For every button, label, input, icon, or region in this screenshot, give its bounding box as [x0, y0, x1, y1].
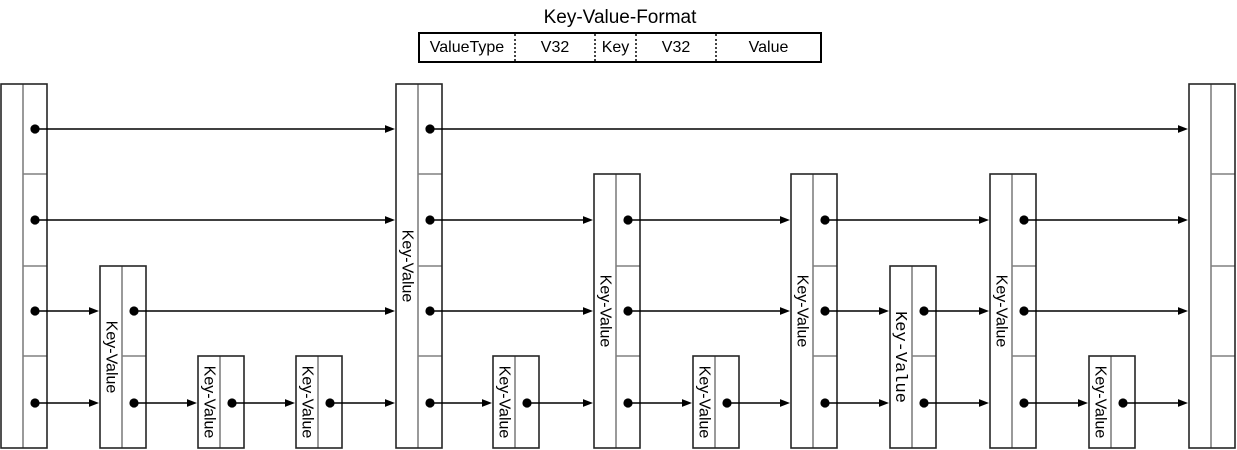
arrowhead-icon	[682, 399, 692, 407]
node-border	[692, 355, 740, 449]
arrowhead-icon	[583, 307, 593, 315]
format-table-cell: V32	[514, 34, 594, 61]
node-label: Key-Value	[890, 311, 909, 403]
node-border	[197, 355, 245, 449]
arrowhead-icon	[1078, 399, 1088, 407]
node-n11: Key-Value	[1088, 355, 1136, 449]
arrowhead-icon	[879, 399, 889, 407]
node-n10: Key-Value	[989, 173, 1037, 449]
node-border	[395, 83, 443, 449]
arrowhead-icon	[1178, 125, 1188, 133]
pointer-arrow	[30, 215, 395, 225]
arrowhead-icon	[89, 307, 99, 315]
pointer-arrow	[1118, 398, 1188, 408]
node-label: Key-Value	[102, 321, 119, 394]
pointer-arrow	[425, 306, 593, 316]
node-label: Key-Value	[992, 275, 1009, 348]
pointer-arrow	[30, 124, 395, 134]
node-label: Key-Value	[695, 366, 712, 439]
pointer-arrow	[129, 306, 395, 316]
arrowhead-icon	[1178, 307, 1188, 315]
node-n5: Key-Value	[492, 355, 540, 449]
node-border	[1188, 83, 1236, 449]
format-table-title: Key-Value-Format	[543, 7, 697, 28]
node-border	[1088, 355, 1136, 449]
arrowhead-icon	[285, 399, 295, 407]
arrowhead-icon	[583, 399, 593, 407]
arrowhead-icon	[482, 399, 492, 407]
arrowhead-icon	[187, 399, 197, 407]
node-label: Key-Value	[298, 366, 315, 439]
node-label: Key-Value	[200, 366, 217, 439]
pointer-arrow	[623, 398, 692, 408]
node-label: Key-Value	[495, 366, 512, 439]
arrowhead-icon	[1178, 216, 1188, 224]
pointer-arrow	[1019, 215, 1188, 225]
format-table-cell: V32	[635, 34, 715, 61]
arrowhead-icon	[385, 216, 395, 224]
arrowhead-icon	[780, 307, 790, 315]
pointer-arrow	[30, 398, 99, 408]
arrowhead-icon	[385, 399, 395, 407]
pointer-arrow	[1019, 306, 1188, 316]
node-n4: Key-Value	[395, 83, 443, 449]
format-table-cell: Key	[594, 34, 635, 61]
node-border	[492, 355, 540, 449]
pointer-arrow	[425, 215, 593, 225]
node-tail	[1188, 83, 1236, 449]
node-n3: Key-Value	[295, 355, 343, 449]
pointer-arrow	[425, 398, 492, 408]
node-label: Key-Value	[1091, 366, 1108, 439]
arrowhead-icon	[385, 307, 395, 315]
pointer-arrow	[919, 306, 989, 316]
node-n2: Key-Value	[197, 355, 245, 449]
format-table-cell: Value	[715, 34, 820, 61]
pointer-arrow	[623, 306, 790, 316]
arrowhead-icon	[879, 307, 889, 315]
arrowhead-icon	[89, 399, 99, 407]
node-label: Key-Value	[793, 275, 810, 348]
pointer-arrow	[1019, 398, 1088, 408]
node-border	[0, 83, 48, 449]
pointer-arrow	[820, 398, 889, 408]
pointer-arrow	[227, 398, 295, 408]
node-n1: Key-Value	[99, 265, 147, 449]
pointer-arrow	[30, 306, 99, 316]
pointer-arrow	[820, 306, 889, 316]
arrowhead-icon	[780, 216, 790, 224]
node-label: Key-Value	[398, 230, 415, 303]
arrowhead-icon	[979, 399, 989, 407]
pointer-arrow	[325, 398, 395, 408]
node-head	[0, 83, 48, 449]
arrowhead-icon	[1178, 399, 1188, 407]
node-border	[889, 265, 937, 449]
format-table-cell: ValueType	[429, 38, 505, 56]
pointer-arrow	[722, 398, 790, 408]
node-label: Key-Value	[596, 275, 613, 348]
pointer-arrow	[919, 398, 989, 408]
node-border	[295, 355, 343, 449]
arrowhead-icon	[583, 216, 593, 224]
arrowhead-icon	[979, 216, 989, 224]
arrowhead-icon	[385, 125, 395, 133]
node-n7: Key-Value	[692, 355, 740, 449]
pointer-arrow	[425, 124, 1188, 134]
pointer-arrow	[820, 215, 989, 225]
pointer-arrow	[522, 398, 593, 408]
pointer-arrow	[129, 398, 197, 408]
node-n8: Key-Value	[790, 173, 838, 449]
arrowhead-icon	[780, 399, 790, 407]
arrowhead-icon	[979, 307, 989, 315]
pointer-arrow	[623, 215, 790, 225]
node-border	[99, 265, 147, 449]
node-n9: Key-Value	[889, 265, 937, 449]
